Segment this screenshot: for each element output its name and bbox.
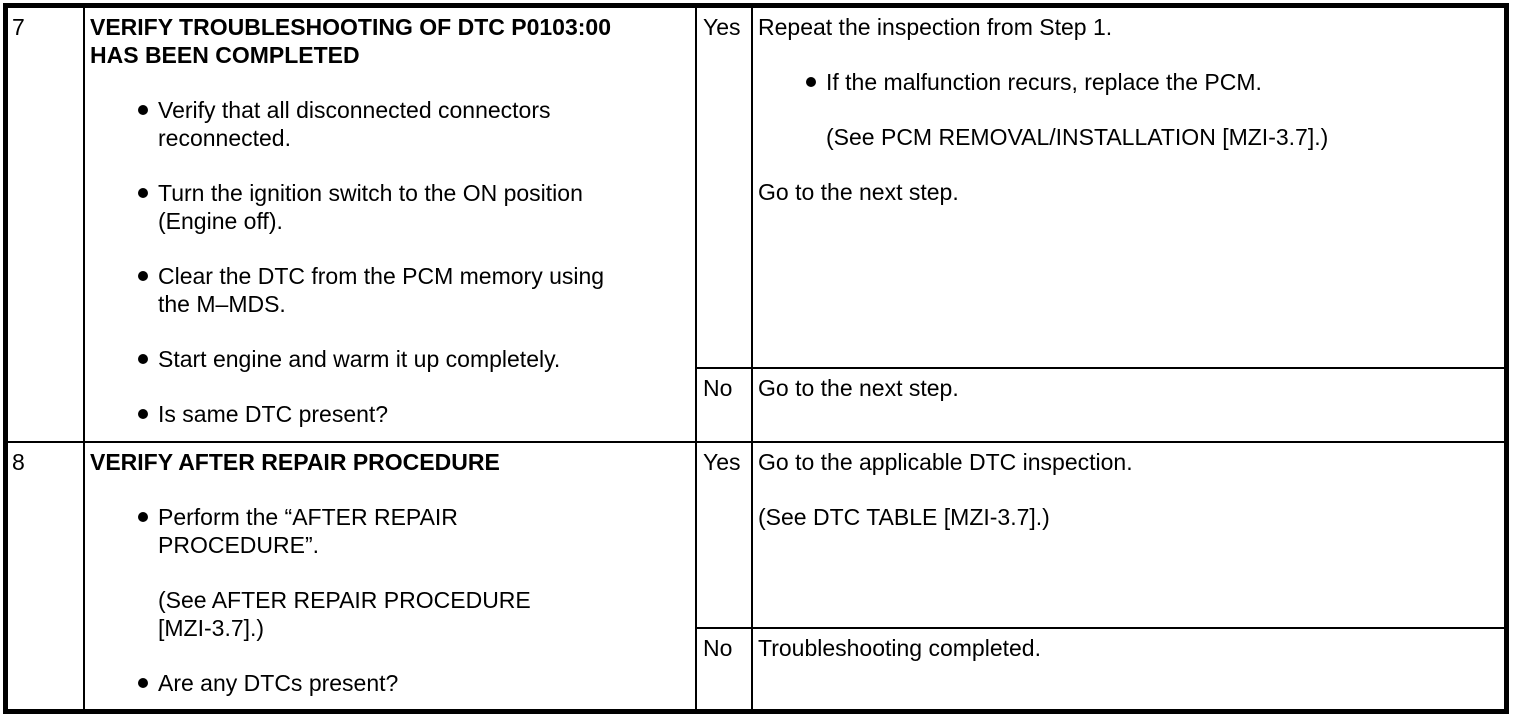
bullet-text: Turn the ignition switch to the ON posit… [158,180,583,234]
result-reference: (See PCM REMOVAL/INSTALLATION [MZI-3.7].… [826,124,1329,150]
result-text: Go to the applicable DTC inspection. [758,449,1133,475]
bullet-text: Is same DTC present? [158,401,389,427]
table-row-step-8: 8 VERIFY AFTER REPAIR PROCEDURE Perform … [8,443,1504,709]
answer-label: No [703,635,733,661]
result-bullet-item: If the malfunction recurs, replace the P… [758,68,1498,96]
result-reference: (See DTC TABLE [MZI-3.7].) [758,504,1050,530]
action-bullet-item: Clear the DTC from the PCM memory using … [90,262,689,318]
answer-cell: Yes [697,8,753,367]
action-reference: (See AFTER REPAIR PROCEDURE [MZI-3.7].) [158,587,531,641]
result-text: Go to the next step. [758,179,959,205]
answer-cell: No [697,369,753,441]
action-title: VERIFY TROUBLESHOOTING OF DTC P0103:00 H… [90,14,612,68]
result-text: Troubleshooting completed. [758,635,1041,661]
action-bullet-item: Is same DTC present? [90,400,689,428]
results-cell: Yes Repeat the inspection from Step 1. I… [697,8,1504,441]
action-cell: VERIFY TROUBLESHOOTING OF DTC P0103:00 H… [85,8,697,441]
bullet-icon [138,105,148,115]
result-subrow-no: No Go to the next step. [697,369,1504,441]
result-text: Repeat the inspection from Step 1. [758,14,1113,40]
bullet-icon [138,188,148,198]
answer-label: Yes [703,14,741,40]
bullet-text: If the malfunction recurs, replace the P… [826,69,1262,95]
action-bullet-item: Turn the ignition switch to the ON posit… [90,179,689,235]
bullet-icon [138,678,148,688]
action-cell: VERIFY AFTER REPAIR PROCEDURE Perform th… [85,443,697,709]
result-action-cell: Troubleshooting completed. [753,629,1504,709]
step-number-cell: 8 [8,443,85,709]
step-number-cell: 7 [8,8,85,441]
troubleshooting-table: 7 VERIFY TROUBLESHOOTING OF DTC P0103:00… [3,3,1509,714]
answer-cell: Yes [697,443,753,627]
answer-cell: No [697,629,753,709]
result-action-cell: Repeat the inspection from Step 1. If th… [753,8,1504,367]
results-cell: Yes Go to the applicable DTC inspection.… [697,443,1504,709]
bullet-text: Are any DTCs present? [158,670,399,696]
step-number: 7 [12,14,25,40]
answer-label: Yes [703,449,741,475]
bullet-text: Perform the “AFTER REPAIR PROCEDURE”. [158,504,458,558]
result-subrow-no: No Troubleshooting completed. [697,629,1504,709]
step-number: 8 [12,449,25,475]
result-text: Go to the next step. [758,375,959,401]
bullet-icon [138,354,148,364]
action-bullet-item: Verify that all disconnected connectors … [90,96,689,152]
action-bullet-item: Are any DTCs present? [90,669,689,697]
result-action-cell: Go to the next step. [753,369,1504,441]
bullet-text: Start engine and warm it up completely. [158,346,561,372]
result-subrow-yes: Yes Repeat the inspection from Step 1. I… [697,8,1504,369]
bullet-icon [138,271,148,281]
action-bullet-item: Perform the “AFTER REPAIR PROCEDURE”. [90,503,689,559]
table-row-step-7: 7 VERIFY TROUBLESHOOTING OF DTC P0103:00… [8,8,1504,443]
bullet-icon [806,77,816,87]
bullet-icon [138,512,148,522]
bullet-icon [138,409,148,419]
action-bullet-item: Start engine and warm it up completely. [90,345,689,373]
bullet-text: Clear the DTC from the PCM memory using … [158,263,605,317]
result-action-cell: Go to the applicable DTC inspection. (Se… [753,443,1504,627]
action-title: VERIFY AFTER REPAIR PROCEDURE [90,449,500,475]
bullet-text: Verify that all disconnected connectors … [158,97,551,151]
result-subrow-yes: Yes Go to the applicable DTC inspection.… [697,443,1504,629]
answer-label: No [703,375,733,401]
